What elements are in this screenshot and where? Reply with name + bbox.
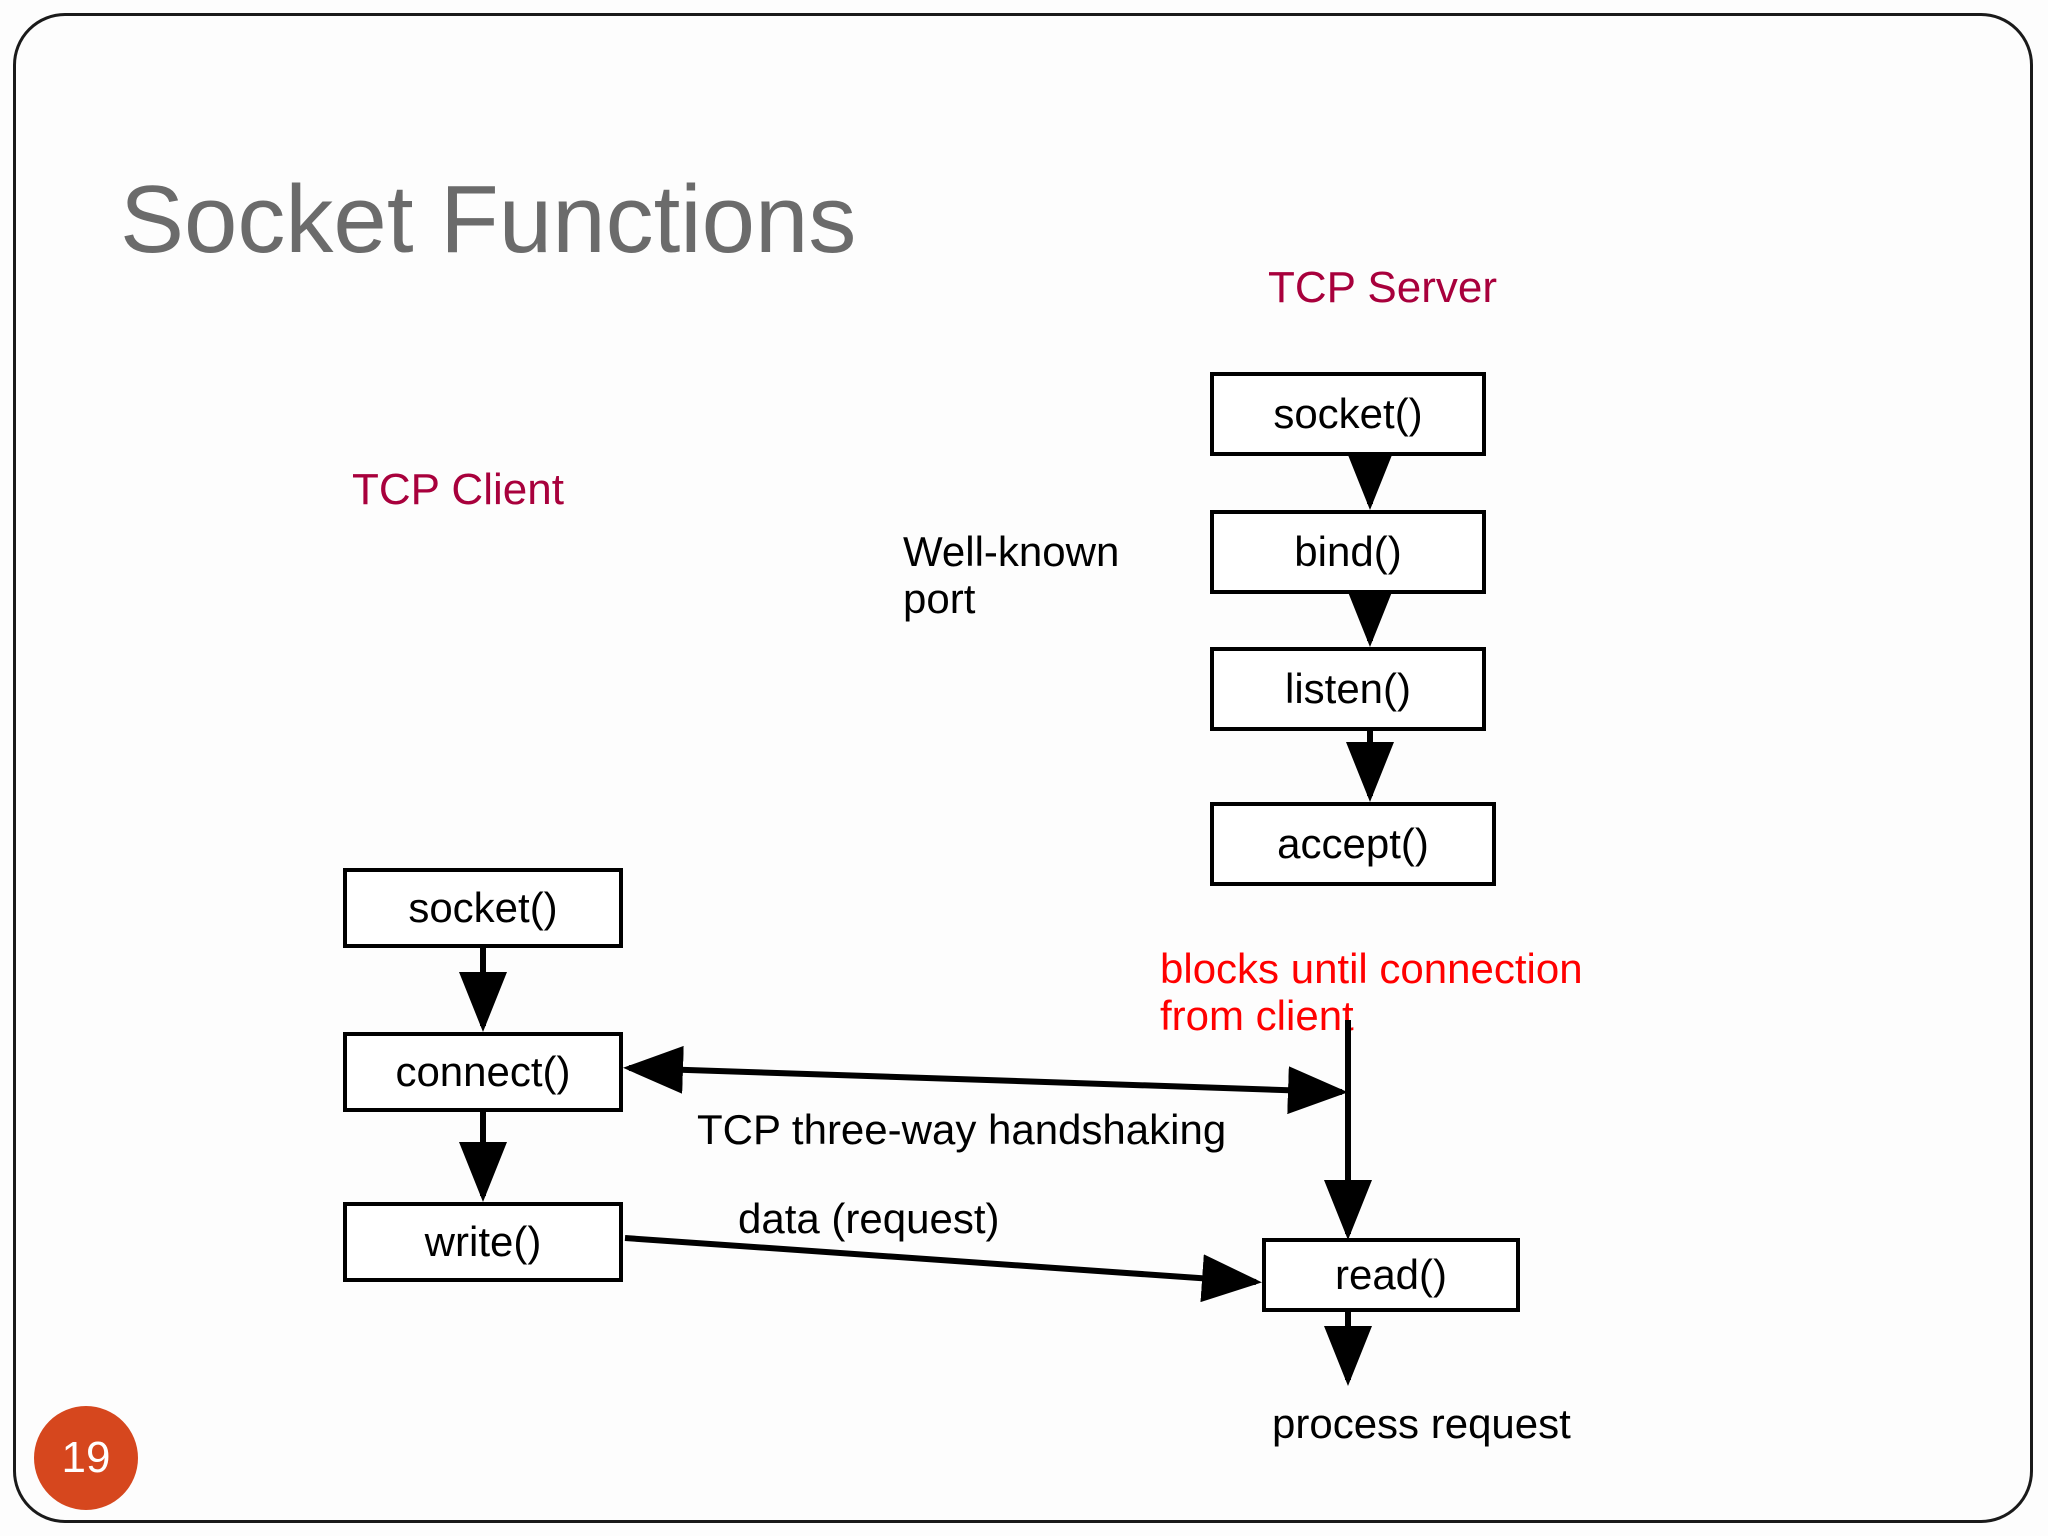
server-column-heading: TCP Server	[1268, 263, 1498, 312]
server-step-bind[interactable]: bind()	[1210, 510, 1486, 594]
well-known-port-label: Well-known port	[903, 528, 1120, 623]
server-step-listen[interactable]: listen()	[1210, 647, 1486, 731]
page-title: Socket Functions	[120, 166, 857, 273]
client-step-socket[interactable]: socket()	[343, 868, 623, 948]
data-request-label: data (request)	[738, 1195, 1000, 1242]
blocks-until-connection-label: blocks until connection from client	[1160, 945, 1583, 1040]
tcp-handshake-label: TCP three-way handshaking	[697, 1106, 1227, 1153]
page-number-badge: 19	[34, 1406, 138, 1510]
server-step-socket[interactable]: socket()	[1210, 372, 1486, 456]
client-column-heading: TCP Client	[352, 465, 564, 514]
server-step-read[interactable]: read()	[1262, 1238, 1520, 1312]
client-step-write[interactable]: write()	[343, 1202, 623, 1282]
server-step-accept[interactable]: accept()	[1210, 802, 1496, 886]
process-request-label: process request	[1272, 1400, 1571, 1447]
client-step-connect[interactable]: connect()	[343, 1032, 623, 1112]
